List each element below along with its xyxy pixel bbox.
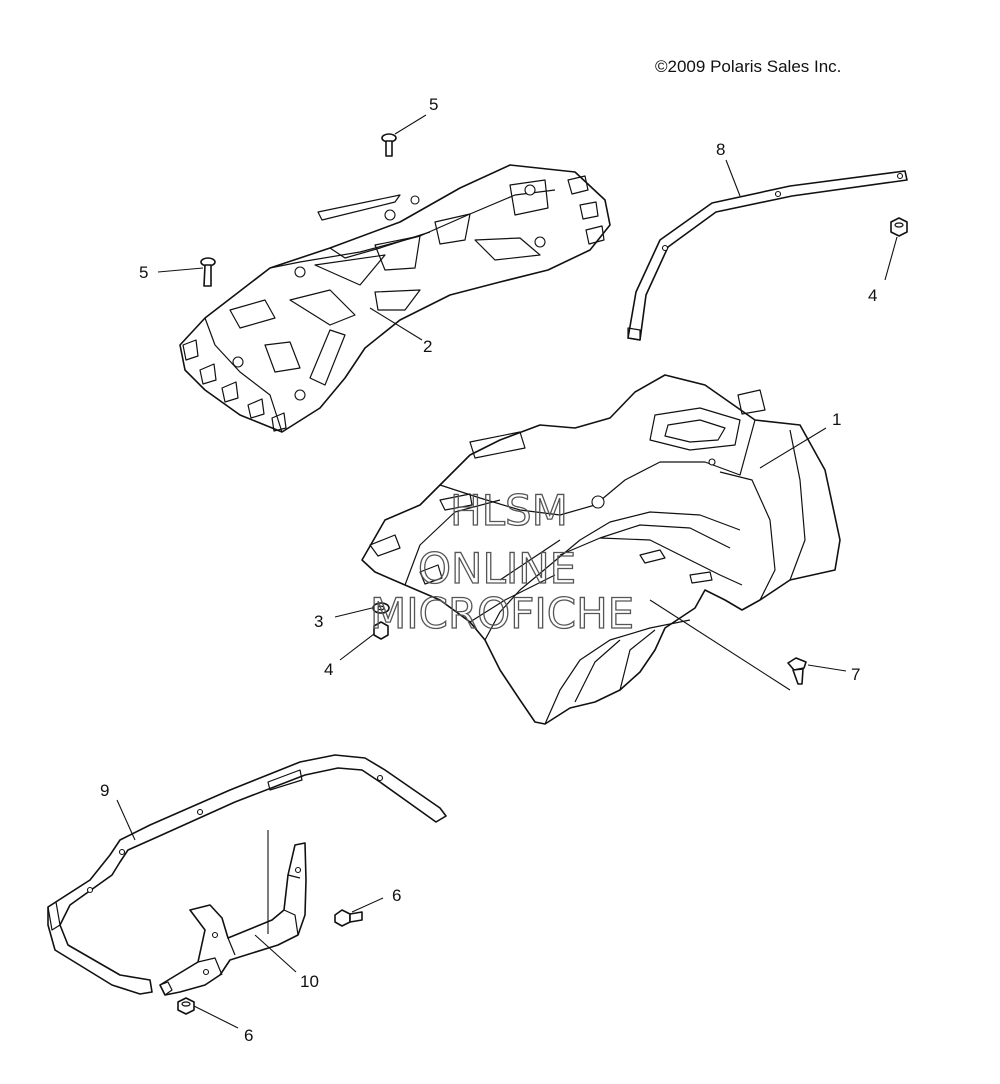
svg-text:HLSM: HLSM xyxy=(450,486,568,535)
callout-3: 3 xyxy=(314,612,323,631)
part-bolt-right[interactable] xyxy=(334,909,363,927)
callout-6-bottom: 6 xyxy=(244,1026,253,1045)
part-washer[interactable] xyxy=(372,602,390,614)
callout-9: 9 xyxy=(100,781,109,800)
part-bumper-tube[interactable] xyxy=(47,754,447,995)
copyright-notice: ©2009 Polaris Sales Inc. xyxy=(655,57,842,76)
part-fender-rear[interactable] xyxy=(361,374,841,725)
svg-text:MICROFICHE: MICROFICHE xyxy=(370,589,634,638)
part-bumper-bracket[interactable] xyxy=(159,842,307,996)
callout-4-left: 4 xyxy=(324,660,333,679)
watermark: HLSM ONLINE MICROFICHE xyxy=(369,485,634,638)
part-nut-right[interactable] xyxy=(890,217,908,237)
leader-lines xyxy=(116,114,898,1029)
callout-7: 7 xyxy=(851,665,860,684)
part-push-rivet[interactable] xyxy=(787,657,807,685)
callout-10: 10 xyxy=(300,972,319,991)
callout-8: 8 xyxy=(716,140,725,159)
part-rack-rear[interactable] xyxy=(179,164,611,433)
callouts: 1 2 3 4 4 5 5 6 6 7 8 9 10 xyxy=(100,95,877,1045)
part-nut-left[interactable] xyxy=(373,621,389,640)
callout-2: 2 xyxy=(423,337,432,356)
part-screw-top[interactable] xyxy=(381,133,397,157)
svg-text:ONLINE: ONLINE xyxy=(418,544,576,593)
part-screw-left[interactable] xyxy=(200,257,216,287)
part-rack-tube[interactable] xyxy=(627,170,908,341)
callout-1: 1 xyxy=(832,410,841,429)
callout-6-right: 6 xyxy=(392,886,401,905)
callout-5-left: 5 xyxy=(139,263,148,282)
callout-4-right: 4 xyxy=(868,286,877,305)
callout-5-top: 5 xyxy=(429,95,438,114)
part-bolt-bottom[interactable] xyxy=(177,997,195,1015)
